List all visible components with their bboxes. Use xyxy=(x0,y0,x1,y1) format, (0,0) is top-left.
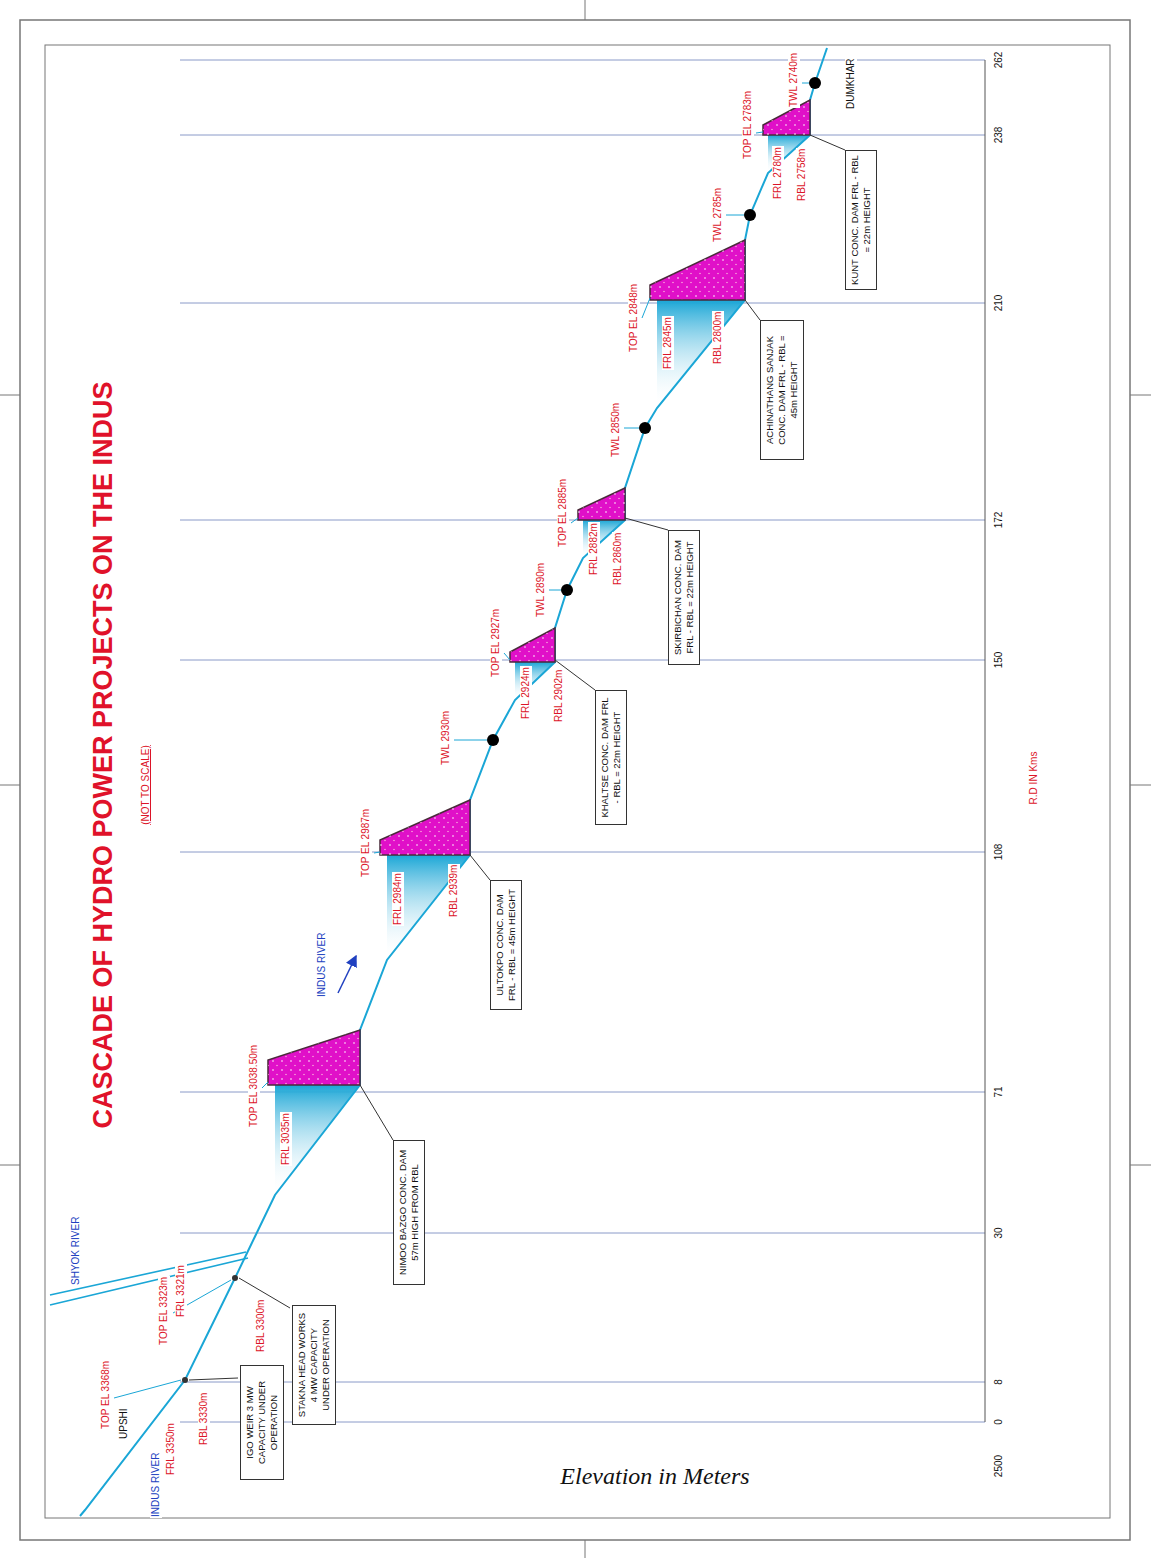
river-name: INDUS RIVER xyxy=(150,1452,162,1518)
callout-text: ULTOKPO CONC. DAM FRL - RBL = 45m HEIGHT xyxy=(494,885,518,1005)
level-label: TOP EL 2987m xyxy=(360,808,372,878)
level-label: FRL 2780m xyxy=(772,146,784,200)
level-label: TOP EL 3038.50m xyxy=(248,1044,260,1128)
callout-box: NIMOO BAZGO CONC. DAM 57m HIGH FROM RBL xyxy=(393,1140,425,1285)
level-label: TOP EL 3368m xyxy=(100,1360,112,1430)
callout-box: IGO WEIR 3 MW CAPACITY UNDER OPERATION xyxy=(240,1365,284,1480)
chainage-number: 210 xyxy=(993,294,1005,313)
elevation-number: 2500 xyxy=(993,1454,1005,1478)
level-label: RBL 2800m xyxy=(712,311,724,365)
chainage-number: 0 xyxy=(993,1418,1005,1426)
river-name: SHYOK RIVER xyxy=(70,1216,82,1286)
level-label: RBL 2939m xyxy=(448,864,460,918)
river-bed xyxy=(80,48,827,1516)
level-label: TOP EL 2927m xyxy=(490,608,502,678)
callout-box: SKIRBICHAN CONC. DAM FRL - RBL = 22m HEI… xyxy=(668,530,700,665)
level-label: TOP EL 2783m xyxy=(742,90,754,160)
chainage-number: 238 xyxy=(993,126,1005,145)
callout-box: KUNT CONC. DAM FRL - RBL = 22m HEIGHT xyxy=(845,150,877,290)
callout-text: NIMOO BAZGO CONC. DAM 57m HIGH FROM RBL xyxy=(397,1145,421,1280)
level-label: FRL 3035m xyxy=(280,1112,292,1166)
callout-text: ACHINATHANG SANJAK CONC. DAM FRL - RBL =… xyxy=(764,325,800,455)
level-label: TWL 2740m xyxy=(788,52,800,108)
chainage-number: 108 xyxy=(993,843,1005,862)
callout-box: ACHINATHANG SANJAK CONC. DAM FRL - RBL =… xyxy=(760,320,804,460)
place-name: DUMKHAR xyxy=(845,57,857,110)
level-label: RBL 3330m xyxy=(198,1392,210,1446)
level-label: RBL 3300m xyxy=(255,1299,267,1353)
level-label: TWL 2785m xyxy=(712,187,724,243)
level-label: TOP EL 3323m xyxy=(158,1276,170,1346)
chainage-number: 8 xyxy=(993,1378,1005,1386)
leader-lines xyxy=(189,135,845,1380)
level-label: TWL 2890m xyxy=(535,562,547,618)
level-label: RBL 2860m xyxy=(612,532,624,586)
level-label: FRL 2882m xyxy=(588,522,600,576)
level-label: TOP EL 2885m xyxy=(557,478,569,548)
flow-arrow xyxy=(338,956,356,993)
callout-text: STAKNA HEAD WORKS 4 MW CAPACITY UNDER OP… xyxy=(296,1310,332,1420)
dams xyxy=(268,100,810,1085)
level-label: FRL 3350m xyxy=(165,1422,177,1476)
level-label: FRL 2924m xyxy=(520,666,532,720)
callout-text: IGO WEIR 3 MW CAPACITY UNDER OPERATION xyxy=(244,1370,280,1475)
dam-texture xyxy=(268,100,810,1085)
level-label: FRL 3321m xyxy=(175,1264,187,1318)
place-name: UPSHI xyxy=(118,1407,130,1440)
callout-box: ULTOKPO CONC. DAM FRL - RBL = 45m HEIGHT xyxy=(490,880,522,1010)
drawing-title: CASCADE OF HYDRO POWER PROJECTS ON THE I… xyxy=(88,381,119,1128)
scale-note: (NOT TO SCALE) xyxy=(140,744,152,825)
chainage-number: 172 xyxy=(993,511,1005,530)
axis-title: Elevation in Meters xyxy=(559,1462,750,1490)
chainage-number: 262 xyxy=(993,51,1005,70)
level-label: FRL 2845m xyxy=(662,316,674,370)
powerhouse-dots xyxy=(487,77,821,746)
weirs xyxy=(182,1275,238,1383)
callout-box: STAKNA HEAD WORKS 4 MW CAPACITY UNDER OP… xyxy=(292,1305,336,1425)
axis-title: R.D IN Kms xyxy=(1028,751,1040,806)
level-label: TWL 2850m xyxy=(610,402,622,458)
river-name: INDUS RIVER xyxy=(316,932,328,998)
chainage-number: 150 xyxy=(993,651,1005,670)
callout-box: KHALTSE CONC. DAM FRL - RBL = 22m HEIGHT xyxy=(595,690,627,825)
level-label: RBL 2758m xyxy=(796,148,808,202)
level-label: TWL 2930m xyxy=(440,710,452,766)
level-label: TOP EL 2848m xyxy=(628,283,640,353)
callout-text: KUNT CONC. DAM FRL - RBL = 22m HEIGHT xyxy=(849,155,873,285)
level-label: RBL 2902m xyxy=(553,669,565,723)
chainage-number: 71 xyxy=(993,1085,1005,1098)
callout-text: KHALTSE CONC. DAM FRL - RBL = 22m HEIGHT xyxy=(599,695,623,820)
chainage-grid xyxy=(180,60,985,1422)
level-label: FRL 2984m xyxy=(392,872,404,926)
level-leaders xyxy=(114,83,809,1398)
callout-text: SKIRBICHAN CONC. DAM FRL - RBL = 22m HEI… xyxy=(672,535,696,660)
chainage-number: 30 xyxy=(993,1226,1005,1239)
